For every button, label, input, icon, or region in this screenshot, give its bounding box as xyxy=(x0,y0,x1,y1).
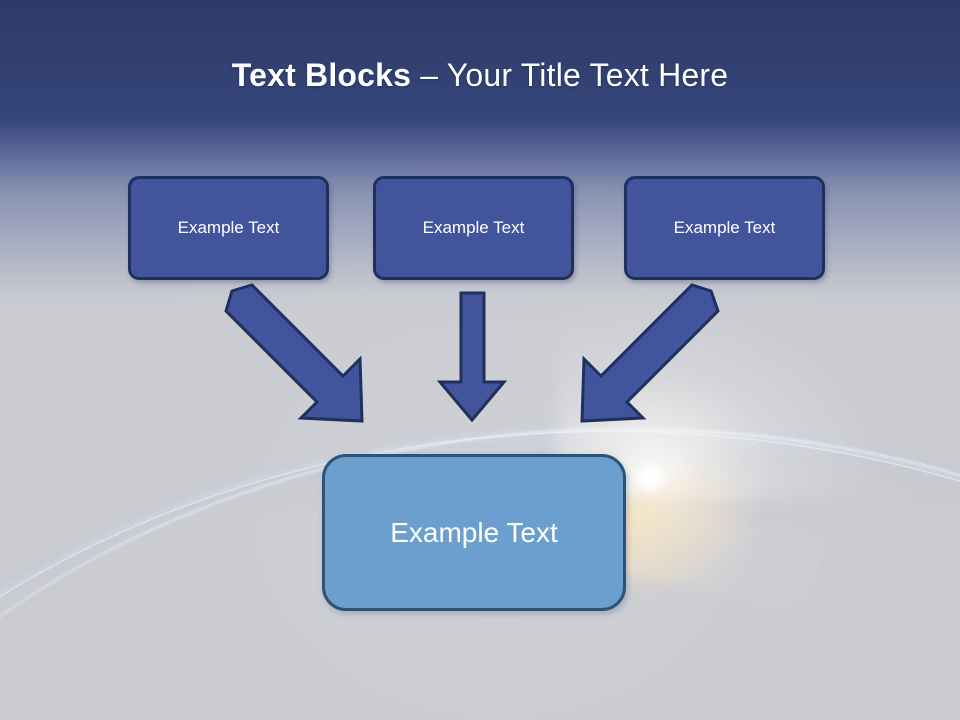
slide-title-separator: – xyxy=(411,57,447,93)
result-text-block[interactable]: Example Text xyxy=(322,454,626,611)
slide-title-bold: Text Blocks xyxy=(231,57,412,93)
slide-title: Text Blocks – Your Title Text Here xyxy=(0,54,960,96)
sunrise-sun-core xyxy=(634,462,666,494)
slide-title-normal: Your Title Text Here xyxy=(446,57,729,93)
arrow-down-left-icon[interactable] xyxy=(580,283,720,423)
result-text-block-label: Example Text xyxy=(390,516,558,548)
arrow-down-icon[interactable] xyxy=(436,291,508,423)
arrow-down-right-icon[interactable] xyxy=(224,283,364,423)
